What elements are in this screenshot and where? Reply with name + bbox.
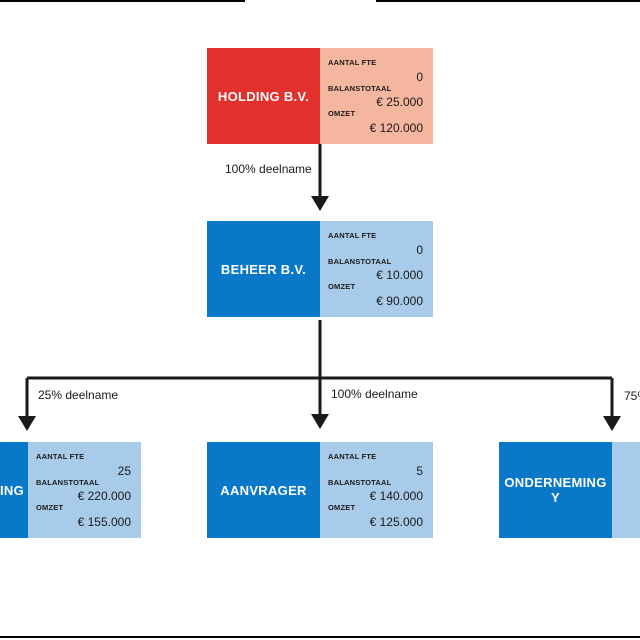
- value-omzet: € 125.000: [369, 515, 423, 529]
- node-onderneming-x: ING AANTAL FTE 25 BALANSTOTAAL € 220.000…: [0, 442, 141, 538]
- frame-top-left-line: [0, 0, 245, 2]
- value-balanstotaal: € 25.000: [376, 95, 423, 109]
- node-holding: HOLDING B.V. AANTAL FTE 0 BALANSTOTAAL €…: [207, 48, 433, 144]
- label-omzet: OMZET: [328, 109, 356, 118]
- label-balanstotaal: BALANSTOTAAL: [328, 257, 392, 266]
- edge-label-beheer-y: 75%: [624, 389, 640, 403]
- label-omzet: OMZET: [36, 503, 64, 512]
- label-aantal-fte: AANTAL FTE: [328, 452, 377, 461]
- node-onderneming-x-stats: AANTAL FTE 25 BALANSTOTAAL € 220.000 OMZ…: [28, 442, 141, 538]
- node-beheer: BEHEER B.V. AANTAL FTE 0 BALANSTOTAAL € …: [207, 221, 433, 317]
- edge-label-beheer-aanvrager: 100% deelname: [331, 387, 418, 401]
- value-aantal-fte: 25: [117, 464, 131, 478]
- edge-label-holding-beheer: 100% deelname: [225, 162, 312, 176]
- label-balanstotaal: BALANSTOTAAL: [36, 478, 100, 487]
- arrowhead-onderneming-x: [18, 416, 36, 431]
- value-balanstotaal: € 220.000: [77, 489, 131, 503]
- node-aanvrager-name: AANVRAGER: [207, 442, 320, 538]
- node-aanvrager: AANVRAGER AANTAL FTE 5 BALANSTOTAAL € 14…: [207, 442, 433, 538]
- label-balanstotaal: BALANSTOTAAL: [328, 478, 392, 487]
- node-onderneming-x-name: ING: [0, 442, 28, 538]
- label-omzet: OMZET: [328, 503, 356, 512]
- node-holding-stats: AANTAL FTE 0 BALANSTOTAAL € 25.000 OMZET…: [320, 48, 433, 144]
- value-aantal-fte: 5: [416, 464, 423, 478]
- node-beheer-name: BEHEER B.V.: [207, 221, 320, 317]
- value-aantal-fte: 0: [416, 70, 423, 84]
- node-onderneming-y: ONDERNEMING Y: [499, 442, 640, 538]
- label-aantal-fte: AANTAL FTE: [328, 58, 377, 67]
- arrowhead-aanvrager: [311, 414, 329, 429]
- arrowhead-onderneming-y: [603, 416, 621, 431]
- node-aanvrager-stats: AANTAL FTE 5 BALANSTOTAAL € 140.000 OMZE…: [320, 442, 433, 538]
- label-balanstotaal: BALANSTOTAAL: [328, 84, 392, 93]
- value-aantal-fte: 0: [416, 243, 423, 257]
- node-onderneming-y-name: ONDERNEMING Y: [499, 442, 612, 538]
- value-omzet: € 90.000: [376, 294, 423, 308]
- value-balanstotaal: € 10.000: [376, 268, 423, 282]
- node-beheer-stats: AANTAL FTE 0 BALANSTOTAAL € 10.000 OMZET…: [320, 221, 433, 317]
- label-aantal-fte: AANTAL FTE: [328, 231, 377, 240]
- label-omzet: OMZET: [328, 282, 356, 291]
- node-onderneming-y-stats: [612, 442, 640, 538]
- frame-bottom-line: [0, 636, 640, 638]
- arrowhead-beheer: [311, 196, 329, 211]
- node-holding-name: HOLDING B.V.: [207, 48, 320, 144]
- label-aantal-fte: AANTAL FTE: [36, 452, 85, 461]
- value-omzet: € 155.000: [77, 515, 131, 529]
- value-omzet: € 120.000: [369, 121, 423, 135]
- value-balanstotaal: € 140.000: [369, 489, 423, 503]
- frame-top-right-line: [376, 0, 640, 2]
- edge-label-beheer-x: 25% deelname: [38, 388, 119, 402]
